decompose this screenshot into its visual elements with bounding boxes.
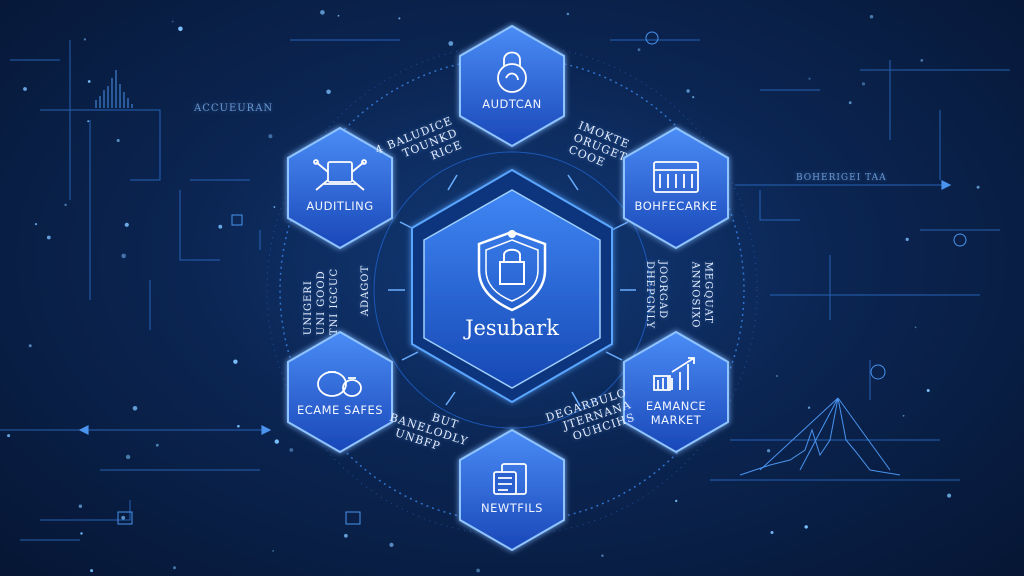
particle bbox=[326, 89, 331, 95]
particle bbox=[34, 223, 38, 226]
particle bbox=[905, 237, 909, 241]
padlock-icon bbox=[497, 51, 527, 93]
particle bbox=[46, 235, 51, 240]
particle bbox=[171, 20, 174, 23]
node-lower-left[interactable]: ECAME SAFES bbox=[287, 330, 393, 454]
documents-icon bbox=[493, 463, 527, 495]
particle bbox=[80, 532, 83, 535]
background-label-right: BOHERIGEI TAA bbox=[796, 173, 887, 183]
particle bbox=[125, 454, 131, 460]
node-bottom[interactable]: NEWTFILS bbox=[459, 428, 565, 552]
particle bbox=[804, 525, 808, 529]
particle bbox=[289, 448, 294, 452]
particle bbox=[233, 359, 238, 364]
particle bbox=[344, 533, 348, 538]
particle bbox=[7, 434, 11, 438]
particle bbox=[692, 96, 695, 99]
node-hexagon bbox=[459, 24, 565, 148]
particle bbox=[914, 326, 917, 329]
particle bbox=[389, 542, 394, 548]
ring-label-left-b: ADAGOT bbox=[360, 264, 372, 317]
storefront-icon bbox=[653, 161, 699, 193]
particle bbox=[337, 14, 340, 17]
particle bbox=[272, 550, 274, 552]
particle bbox=[976, 185, 980, 189]
center-node[interactable] bbox=[411, 168, 613, 404]
particle bbox=[218, 224, 223, 229]
background-circuits bbox=[0, 39, 1010, 541]
particle bbox=[90, 569, 94, 573]
money-bags-icon bbox=[317, 371, 362, 397]
particle bbox=[861, 82, 866, 86]
particle bbox=[116, 139, 120, 142]
background-mountain-chart bbox=[739, 397, 901, 476]
laptop-network-icon bbox=[313, 159, 367, 191]
center-title: Jesubark bbox=[463, 316, 559, 340]
particle bbox=[124, 222, 129, 227]
node-hexagon bbox=[287, 126, 393, 250]
particle bbox=[776, 375, 779, 377]
node-hexagon bbox=[623, 330, 729, 454]
particle bbox=[320, 10, 325, 15]
background-label-top-left: ACCUEURAN bbox=[194, 103, 274, 114]
node-upper-left[interactable]: AUDITLING bbox=[287, 126, 393, 250]
particle bbox=[273, 206, 276, 208]
particle bbox=[178, 26, 183, 32]
growth-chart-icon bbox=[653, 357, 695, 391]
particle bbox=[601, 554, 604, 557]
particle bbox=[83, 38, 86, 41]
particle bbox=[87, 120, 90, 123]
particle bbox=[268, 134, 273, 139]
shield-lock-icon bbox=[477, 230, 547, 312]
background-histogram bbox=[95, 70, 133, 108]
node-label: BOHFECARKE bbox=[635, 199, 718, 213]
particle bbox=[902, 414, 905, 417]
particle bbox=[448, 41, 454, 46]
node-hexagon bbox=[287, 330, 393, 454]
particle bbox=[87, 80, 91, 83]
particle bbox=[78, 504, 83, 508]
node-upper-right[interactable]: BOHFECARKE bbox=[623, 126, 729, 250]
particle bbox=[121, 515, 126, 520]
particle bbox=[121, 253, 126, 259]
particle bbox=[675, 499, 678, 503]
ring-label-right-a: JOORGAD DHEPGNLY bbox=[644, 260, 669, 330]
particle bbox=[686, 89, 690, 93]
node-label: MARKET bbox=[651, 413, 702, 427]
node-label: NEWTFILS bbox=[481, 501, 543, 515]
particle bbox=[64, 203, 67, 207]
particle bbox=[173, 566, 176, 570]
ring-label-right-b: MEGQUAT ANNOSIXO bbox=[689, 261, 714, 329]
node-top[interactable]: AUDTCAN bbox=[459, 24, 565, 148]
particle bbox=[926, 389, 930, 392]
particle bbox=[869, 15, 874, 19]
particle bbox=[132, 406, 138, 411]
particle bbox=[770, 531, 774, 534]
node-label: EAMANCE bbox=[646, 399, 706, 413]
particle bbox=[398, 17, 401, 20]
particle bbox=[848, 101, 852, 105]
particle bbox=[920, 59, 924, 62]
particle bbox=[237, 424, 240, 428]
particle bbox=[23, 87, 27, 91]
particle bbox=[155, 443, 159, 447]
node-label: ECAME SAFES bbox=[297, 403, 383, 417]
node-label: AUDTCAN bbox=[482, 97, 542, 111]
particle bbox=[767, 449, 771, 453]
particle bbox=[807, 406, 811, 409]
background-particles bbox=[7, 10, 980, 573]
particle bbox=[808, 77, 811, 80]
node-label: AUDITLING bbox=[306, 199, 373, 213]
particle bbox=[28, 344, 32, 348]
particle bbox=[274, 439, 279, 444]
ring-label-left-a: UNIGERI UNI GOOD TNI IGCUC bbox=[303, 267, 341, 336]
particle bbox=[476, 568, 480, 573]
particle bbox=[637, 48, 641, 52]
particle bbox=[566, 12, 570, 16]
background-markers bbox=[117, 31, 967, 525]
particle bbox=[947, 493, 952, 498]
